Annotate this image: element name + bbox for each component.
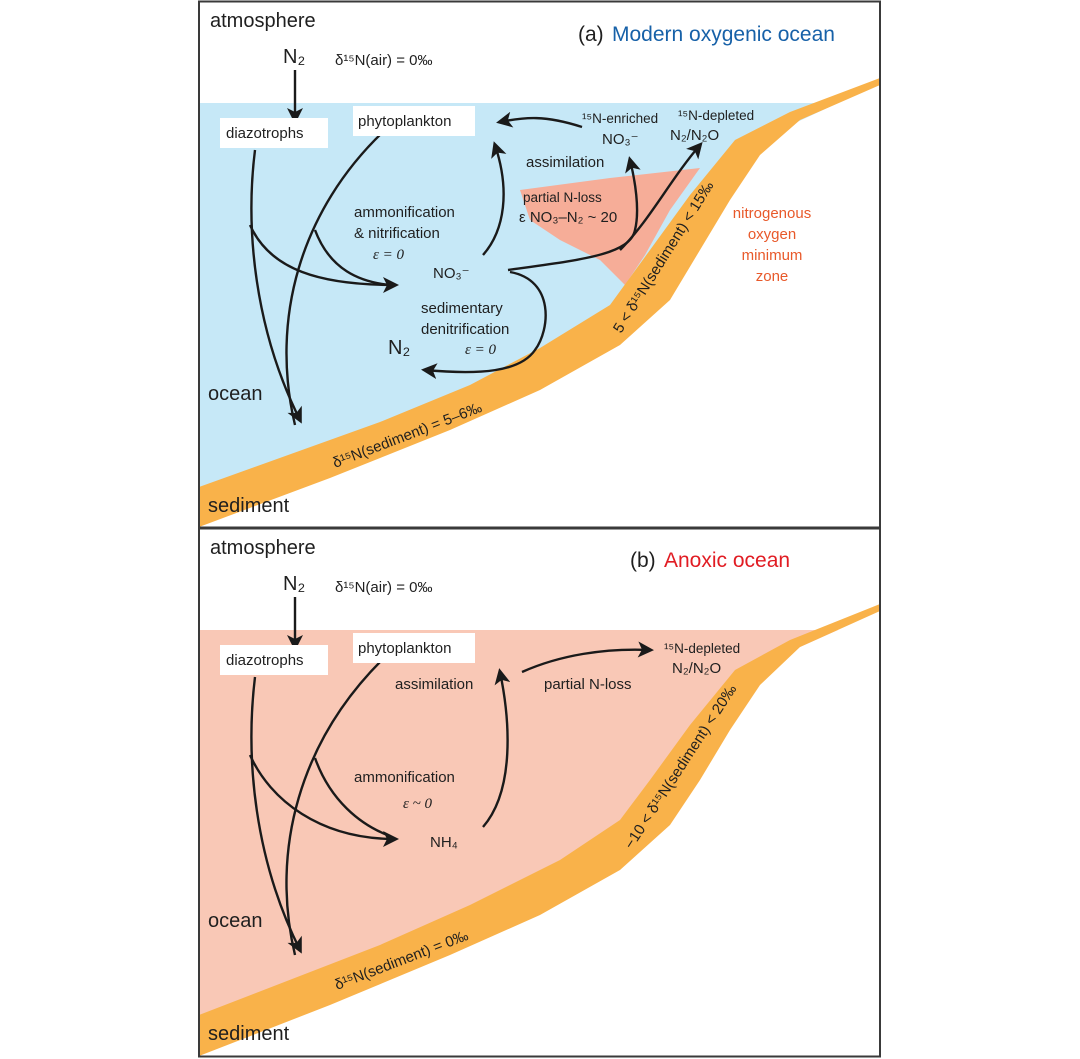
- ocean-label-b: ocean: [208, 910, 263, 932]
- ammonification-eps-a: ε = 0: [373, 247, 405, 263]
- diazotroph-ammonification-arrow-b: [248, 754, 399, 847]
- n2-sink-a: N₂: [388, 337, 410, 359]
- panel-b: [199, 604, 880, 1056]
- diazotrophs-box-b: [220, 645, 328, 675]
- partial-nloss-arrow-b: [521, 641, 654, 674]
- omz-label-line: minimum: [742, 247, 803, 264]
- n2-source-b: N₂: [283, 573, 305, 595]
- diazotrophs-label-a: diazotrophs: [226, 125, 304, 142]
- panel-a-arrows: [248, 70, 703, 426]
- ocean-water-a: [199, 103, 838, 500]
- panel-a-prefix: (a): [578, 23, 604, 46]
- omz-label-line: zone: [756, 268, 789, 285]
- sediment-layer-b: [199, 604, 880, 1056]
- depleted-label-a: ¹⁵N-depleted: [678, 108, 754, 123]
- omz-label: nitrogenous oxygen minimum zone: [733, 205, 811, 285]
- phytoplankton-export-arrow-b: [285, 656, 386, 956]
- phyto-ammonification-arrow-a: [313, 229, 391, 287]
- panel-a-title: Modern oxygenic ocean: [612, 23, 835, 46]
- panel-b-prefix: (b): [630, 549, 656, 572]
- diazotrophs-box-a: [220, 118, 328, 148]
- phytoplankton-box-b: [353, 633, 475, 663]
- ammonium-label-b: NH₄: [430, 834, 458, 851]
- ammonification-eps-b: ε ~ 0: [403, 796, 433, 812]
- enriched-label-a: ¹⁵N-enriched: [582, 111, 658, 126]
- partial-nloss-n2-arrow-a: [619, 141, 703, 251]
- ocean-water-b: [199, 630, 838, 1022]
- assimilation-up-arrow-a: [482, 141, 507, 256]
- phytoplankton-export-arrow-a: [285, 129, 386, 426]
- panel-a: [199, 78, 880, 527]
- phyto-ammonification-arrow-b: [313, 757, 391, 838]
- omz-label-line: oxygen: [748, 226, 796, 243]
- nitrification-label-a: & nitrification: [354, 225, 440, 242]
- partial-nloss-label-b: partial N-loss: [544, 676, 632, 693]
- omz-label-line: nitrogenous: [733, 205, 811, 222]
- depleted-gas-b: N₂/N₂O: [672, 660, 721, 677]
- assimilation-label-a: assimilation: [526, 154, 604, 171]
- enriched-assimilation-arrow-a: [496, 111, 583, 129]
- sediment-label-a: sediment: [208, 495, 290, 517]
- atmosphere-label-a: atmosphere: [210, 10, 316, 32]
- sed-denit-label1-a: sedimentary: [421, 300, 503, 317]
- omz-region: [520, 168, 700, 285]
- panel-b-title: Anoxic ocean: [664, 549, 790, 572]
- phytoplankton-label-a: phytoplankton: [358, 113, 451, 130]
- diazotroph-export-arrow-a: [250, 149, 302, 424]
- panel-b-frame: [198, 527, 881, 1058]
- ocean-label-a: ocean: [208, 383, 263, 405]
- air-delta-b: δ¹⁵N(air) = 0‰: [335, 579, 433, 596]
- depleted-gas-a: N₂/N₂O: [670, 127, 719, 144]
- nitrate-label-a: NO₃⁻: [433, 265, 470, 282]
- partial-nloss-label-a: partial N-loss: [523, 190, 602, 205]
- phytoplankton-label-b: phytoplankton: [358, 640, 451, 657]
- panel-b-arrows: [248, 597, 654, 956]
- sediment-label-b: sediment: [208, 1023, 290, 1045]
- phytoplankton-box-a: [353, 106, 475, 136]
- diazotroph-ammonification-arrow-a: [248, 224, 399, 293]
- enriched-nitrate-a: NO₃⁻: [602, 131, 639, 148]
- sed-denitrification-arrow-a: [421, 270, 547, 380]
- assimilation-label-b: assimilation: [395, 676, 473, 693]
- n2-source-a: N₂: [283, 46, 305, 68]
- partial-nloss-eps-a: ε NO₃–N₂ ~ 20: [519, 209, 617, 226]
- assimilation-up-arrow-b: [482, 668, 511, 828]
- air-delta-a: δ¹⁵N(air) = 0‰: [335, 52, 433, 69]
- diazotroph-export-arrow-b: [250, 676, 302, 954]
- atmosphere-label-b: atmosphere: [210, 537, 316, 559]
- sed-denit-label2-a: denitrification: [421, 321, 509, 338]
- sed-denit-eps-a: ε = 0: [465, 342, 497, 358]
- ammonification-label-a: ammonification: [354, 204, 455, 221]
- ammonification-label-b: ammonification: [354, 769, 455, 786]
- depleted-label-b: ¹⁵N-depleted: [664, 641, 740, 656]
- sediment-layer-a: [199, 78, 880, 527]
- diazotrophs-label-b: diazotrophs: [226, 652, 304, 669]
